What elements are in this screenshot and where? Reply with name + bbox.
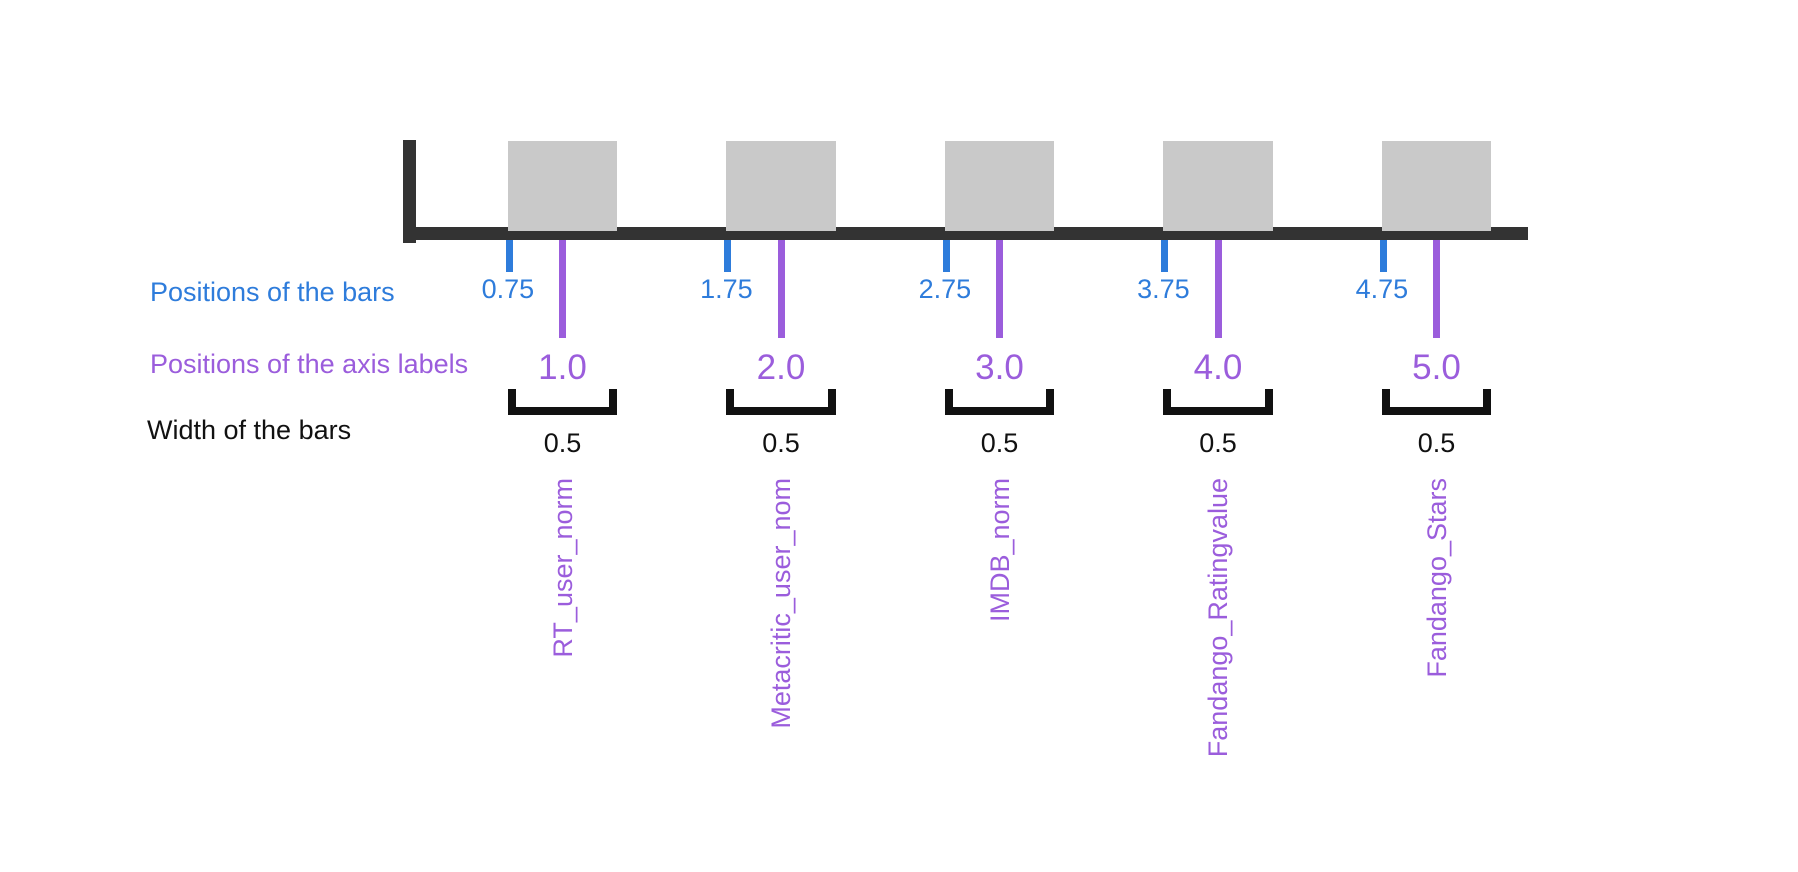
bar-width-value: 0.5 bbox=[762, 428, 800, 458]
axis-label-position-tick bbox=[1433, 240, 1440, 338]
bar-width-value: 0.5 bbox=[980, 428, 1019, 458]
bar-position-value: 3.75 bbox=[1137, 274, 1190, 304]
axis-label-position-tick bbox=[777, 240, 785, 338]
bar-width-value: 0.5 bbox=[1417, 428, 1456, 458]
bar-position-value: 1.75 bbox=[700, 274, 753, 304]
category-label-text: Metacritic_user_nom bbox=[766, 478, 796, 729]
gray-bar bbox=[507, 141, 618, 231]
category-label-text: RT_user_norm bbox=[547, 478, 578, 658]
bar-position-value: 2.75 bbox=[918, 274, 972, 304]
gray-bar bbox=[944, 141, 1055, 231]
bar-position-tick bbox=[942, 240, 950, 272]
bar-width-caption: Width of the bars bbox=[147, 415, 352, 445]
gray-bar bbox=[1163, 141, 1273, 231]
axis-label-value: 3.0 bbox=[975, 348, 1024, 387]
bar-width-bracket bbox=[507, 389, 618, 415]
gray-bar bbox=[1381, 141, 1492, 231]
gray-bar bbox=[726, 141, 836, 231]
bar-position-tick bbox=[505, 240, 513, 272]
bar-position-value: 4.75 bbox=[1355, 274, 1409, 304]
bar-position-tick bbox=[724, 240, 732, 272]
bar-width-value: 0.5 bbox=[1199, 428, 1237, 458]
bar-width-bracket bbox=[944, 389, 1055, 415]
bar-position-value: 0.75 bbox=[481, 274, 535, 304]
y-axis-line bbox=[403, 140, 416, 243]
axis-label-value: 5.0 bbox=[1412, 348, 1461, 387]
axis-label-value: 4.0 bbox=[1193, 348, 1243, 387]
category-label-text: IMDB_norm bbox=[984, 478, 1015, 623]
bar-width-value: 0.5 bbox=[543, 428, 582, 458]
axis-label-value: 1.0 bbox=[538, 348, 587, 387]
bar-position-tick bbox=[1379, 240, 1387, 272]
bar-position-tick bbox=[1161, 240, 1169, 272]
axis-label-position-tick bbox=[1214, 240, 1222, 338]
axis-label-value: 2.0 bbox=[756, 348, 806, 387]
bar-width-bracket bbox=[726, 389, 836, 415]
bar-width-bracket bbox=[1381, 389, 1492, 415]
axis-label-positions-caption: Positions of the axis labels bbox=[150, 349, 469, 379]
bar-positions-caption: Positions of the bars bbox=[150, 277, 395, 307]
axis-label-position-tick bbox=[559, 240, 566, 338]
category-label-text: Fandango_Stars bbox=[1421, 478, 1452, 678]
axis-label-position-tick bbox=[996, 240, 1003, 338]
bar-width-bracket bbox=[1163, 389, 1273, 415]
category-label-text: Fandango_Ratingvalue bbox=[1203, 478, 1233, 758]
